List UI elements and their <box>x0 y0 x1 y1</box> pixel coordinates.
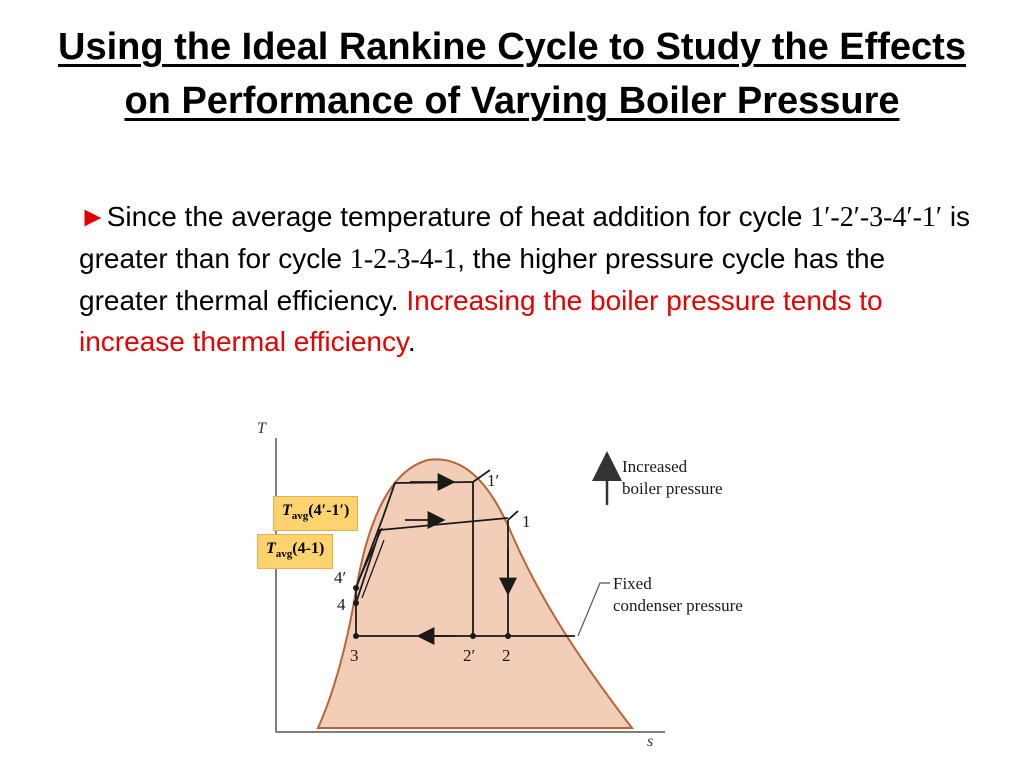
cycle-a-label: 1′-2′-3-4′-1′ <box>810 202 943 233</box>
cycle-b-label: 1-2-3-4-1 <box>349 244 458 275</box>
slide-title: Using the Ideal Rankine Cycle to Study t… <box>58 26 966 122</box>
superheat-low <box>507 510 519 521</box>
tag-high-sub: avg <box>291 510 309 523</box>
tag-high-T: T <box>282 502 292 519</box>
state-point-4 <box>353 600 359 606</box>
legend-fixed-1: Fixed <box>613 574 652 593</box>
state-point-2 <box>505 633 511 639</box>
tag-low-T: T <box>266 540 276 557</box>
tag-low-rest: (4-1) <box>292 540 325 557</box>
bullet-arrow-icon: ► <box>79 201 107 232</box>
t-axis-label: T <box>257 420 267 437</box>
label-4p: 4′ <box>334 568 346 587</box>
legend-increased-2: boiler pressure <box>622 479 723 498</box>
s-axis-label: s <box>647 733 653 750</box>
superheat-high <box>472 469 491 483</box>
saturation-dome <box>316 458 635 729</box>
heat-addition-low <box>355 517 509 604</box>
label-2p: 2′ <box>463 646 475 665</box>
tavg-tag-high: Tavg(4′-1′) <box>273 496 359 532</box>
fixed-leader-line <box>577 582 610 637</box>
state-point-3 <box>353 633 359 639</box>
body-part-2: is greater than for cycle <box>79 201 971 274</box>
tag-low-sub: avg <box>275 548 293 561</box>
body-end: . <box>407 326 416 357</box>
label-3: 3 <box>350 646 359 665</box>
label-1p: 1′ <box>487 471 499 490</box>
highlight-statement: Increasing the boiler pressure tends to … <box>79 285 883 357</box>
tavg-line-low <box>361 539 385 599</box>
legend-increased-1: Increased <box>622 457 688 476</box>
tag-high-rest: (4′-1′) <box>308 502 350 519</box>
slide-body: ►Since the average temperature of heat a… <box>79 196 979 362</box>
body-part-3: , the higher pressure cycle has the grea… <box>79 243 886 316</box>
tavg-line-high <box>359 527 383 579</box>
label-4: 4 <box>337 595 346 614</box>
label-2: 2 <box>502 646 511 665</box>
label-1: 1 <box>522 512 531 531</box>
legend-fixed-2: condenser pressure <box>613 596 743 615</box>
state-point-4p <box>353 585 359 591</box>
tavg-tag-low: Tavg(4-1) <box>257 534 334 570</box>
state-point-2p <box>470 633 476 639</box>
body-part-1: Since the average temperature of heat ad… <box>106 201 803 232</box>
